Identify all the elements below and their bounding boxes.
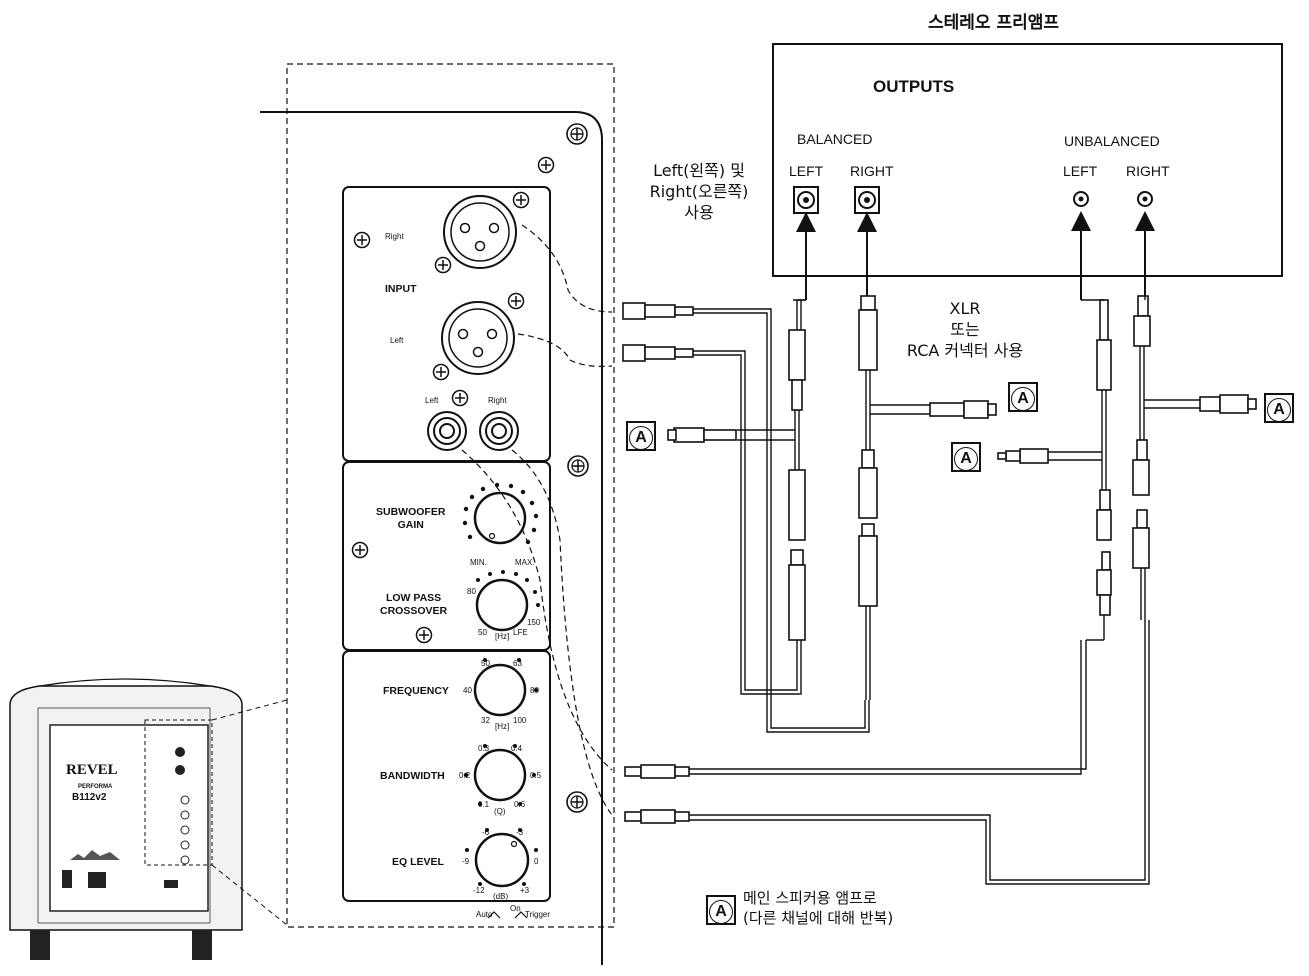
rca-plug-lower [624, 809, 690, 824]
amp-marker: A [951, 442, 981, 472]
xlr-plug-a-left [667, 427, 737, 443]
note-xlr-line1: XLR [949, 299, 981, 318]
trigger-label: Trigger [525, 910, 551, 919]
amp-marker-legend: A [706, 895, 736, 925]
xlr-plug-a-right [929, 400, 997, 419]
gain-max-label: MAX. [515, 558, 535, 567]
lp-lfe: LFE [513, 628, 528, 637]
xlr-right-label: Right [385, 232, 404, 241]
e-m3: -3 [516, 828, 524, 837]
rca-plug-a-right [1199, 394, 1257, 414]
unbalanced-left-label: LEFT [1063, 163, 1098, 179]
amp-marker: A [626, 421, 656, 451]
rca-plug-a-mid [997, 448, 1049, 464]
eq-level-label: EQ LEVEL [392, 856, 444, 868]
preamp-title: 스테레오 프리앰프 [928, 13, 1060, 33]
note-lr-line3: 사용 [684, 203, 714, 222]
unbalanced-right-label: RIGHT [1126, 163, 1170, 179]
bandwidth-knob [473, 748, 527, 802]
sub-model: B112v2 [72, 792, 107, 803]
preamp-box [772, 43, 1283, 277]
f-100: 100 [513, 716, 527, 725]
note-lr-line2: Right(오른쪽) [649, 182, 749, 201]
sub-series: PERFORMA [78, 784, 113, 790]
unbalanced-left-jack [1073, 191, 1089, 207]
xlr-plug-upper [622, 302, 694, 320]
input-label: INPUT [385, 283, 417, 295]
trigger-on: On [510, 904, 521, 913]
f-32: 32 [481, 716, 490, 725]
balanced-left-label: LEFT [789, 163, 824, 179]
note-xlr-rca: XLR 또는 RCA 커넥터 사용 [890, 298, 1040, 361]
balanced-left-jack [793, 186, 819, 214]
subwoofer-thumbnail [9, 678, 288, 960]
e-p3: +3 [520, 886, 530, 895]
unbalanced-right-jack [1137, 191, 1153, 207]
sub-brand: REVEL [66, 762, 118, 778]
b-q: (Q) [494, 807, 506, 816]
balanced-left-cable [788, 329, 806, 641]
e-m6: -6 [482, 828, 490, 837]
legend-line2: (다른 채널에 대해 반복) [743, 909, 894, 927]
note-xlr-line2: 또는 [950, 320, 980, 339]
lp-150: 150 [527, 618, 541, 627]
xlr-input-right [443, 195, 517, 269]
b-03: 0.3 [478, 744, 490, 753]
trigger-auto: Auto [476, 910, 493, 919]
balanced-right-jack [854, 186, 880, 214]
amp-marker: A [1264, 393, 1294, 423]
f-50: 50 [481, 659, 490, 668]
eq-level-knob [474, 832, 530, 888]
note-xlr-line3: RCA 커넥터 사용 [906, 341, 1024, 360]
frequency-knob [473, 663, 527, 717]
f-hz: [Hz] [495, 722, 510, 731]
b-01: 0.1 [478, 800, 490, 809]
xlr-input-left [441, 301, 515, 375]
lp-hz: [Hz] [495, 632, 510, 641]
lp-80: 80 [467, 587, 476, 596]
rca-input-left [427, 411, 467, 451]
e-db: (dB) [493, 892, 509, 901]
lowpass-knob [475, 578, 529, 632]
gain-min-label: MIN. [470, 558, 487, 567]
legend-text: 메인 스피커용 앰프로 (다른 채널에 대해 반복) [743, 888, 893, 928]
f-40: 40 [463, 686, 472, 695]
e-0: 0 [534, 857, 539, 866]
balanced-right-cable [858, 295, 878, 607]
xlr-plug-lower [622, 344, 694, 362]
rca-left-label: Left [425, 396, 439, 405]
amp-marker: A [1008, 382, 1038, 412]
b-05: 0.5 [530, 771, 542, 780]
b-06: 0.6 [514, 800, 526, 809]
rca-right-label: Right [488, 396, 507, 405]
unbalanced-right-cable [1132, 295, 1151, 569]
f-63: 63 [513, 659, 522, 668]
rca-input-right [479, 411, 519, 451]
f-80: 80 [530, 686, 539, 695]
xlr-left-label: Left [390, 336, 404, 345]
rca-plug-upper [624, 764, 690, 779]
e-m9: -9 [462, 857, 470, 866]
note-lr-line1: Left(왼쪽) 및 [653, 161, 745, 180]
bandwidth-label: BANDWIDTH [380, 770, 445, 782]
unbalanced-left-cable [1096, 299, 1112, 616]
zoom-outline [286, 63, 615, 928]
lp-50: 50 [478, 628, 487, 637]
gain-knob [473, 491, 527, 545]
unbalanced-label: UNBALANCED [1064, 133, 1160, 149]
b-04: 0.4 [511, 744, 523, 753]
legend-line1: 메인 스피커용 앰프로 [743, 889, 877, 907]
outputs-label: OUTPUTS [873, 77, 955, 96]
balanced-right-label: RIGHT [850, 163, 894, 179]
b-02: 0.2 [459, 771, 471, 780]
frequency-label: FREQUENCY [383, 685, 449, 697]
balanced-label: BALANCED [797, 131, 873, 147]
note-left-right: Left(왼쪽) 및 Right(오른쪽) 사용 [636, 160, 762, 223]
e-m12: -12 [473, 886, 485, 895]
